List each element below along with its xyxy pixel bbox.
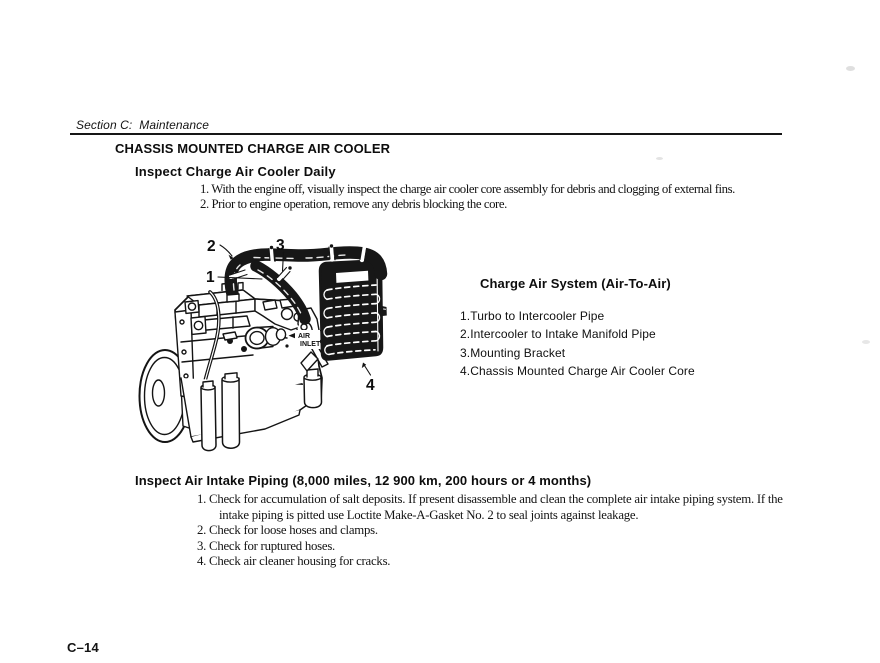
figure-caption: Charge Air System (Air-To-Air) (480, 276, 671, 291)
step-item: 1. With the engine off, visually inspect… (200, 182, 735, 196)
header-rule (70, 133, 782, 135)
page-title: CHASSIS MOUNTED CHARGE AIR COOLER (115, 141, 391, 156)
step-item-continuation: intake piping is pitted use Loctite Make… (219, 507, 639, 522)
legend-item: 1.Turbo to Intercooler Pipe (460, 309, 605, 323)
step-item: 2. Check for loose hoses and clamps. (197, 523, 378, 538)
callout-4: 4 (366, 377, 375, 394)
running-header: Section C: Maintenance (76, 118, 210, 132)
step-item: 2. Prior to engine operation, remove any… (200, 196, 507, 211)
heading-inspect-daily: Inspect Charge Air Cooler Daily (135, 164, 336, 179)
legend-item: 4.Chassis Mounted Charge Air Cooler Core (460, 364, 695, 379)
page-number: C–14 (67, 640, 99, 655)
callout-1: 1 (206, 269, 215, 286)
cooler-core (318, 259, 387, 361)
scan-speck (846, 66, 855, 71)
step-item: 4. Check air cleaner housing for cracks. (197, 554, 391, 569)
engine-block (138, 281, 338, 452)
air-inlet-label-line2: INLET (300, 341, 321, 348)
heading-inspect-piping: Inspect Air Intake Piping (8,000 miles, … (135, 473, 592, 488)
callout-2: 2 (207, 238, 216, 255)
legend-item: 3.Mounting Bracket (460, 345, 566, 360)
legend-item: 2.Intercooler to Intake Manifold Pipe (460, 327, 656, 342)
air-inlet-arrow (288, 333, 295, 339)
step-item: 1. Check for accumulation of salt deposi… (197, 492, 783, 506)
scan-speck (862, 340, 870, 344)
figure-legend: 1.Turbo to Intercooler Pipe 2.Intercooler… (460, 307, 695, 381)
air-inlet-label-line1: AIR (298, 333, 310, 340)
step-item: 3. Check for ruptured hoses. (197, 538, 335, 553)
callout-3: 3 (276, 237, 285, 254)
scan-speck (656, 157, 663, 160)
charge-air-pipes (224, 244, 388, 325)
engine-illustration: 2 3 1 4 AIR INLET (138, 237, 388, 452)
engine-figure: 2 3 1 4 AIR INLET (135, 226, 437, 466)
inspect-piping-steps: 1. Check for accumulation of salt deposi… (197, 492, 783, 570)
air-inlet-label-bg (295, 330, 320, 349)
inspect-daily-steps: 1. With the engine off, visually inspect… (200, 182, 735, 211)
